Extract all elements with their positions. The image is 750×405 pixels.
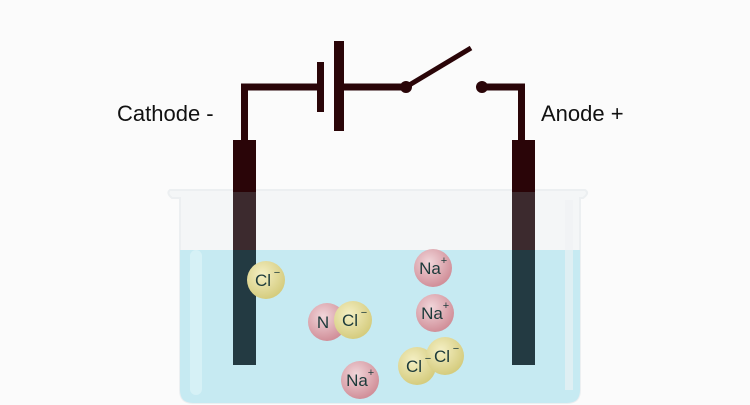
beaker-highlight xyxy=(190,250,202,395)
ion-charge: − xyxy=(274,267,280,279)
ion-charge: + xyxy=(368,367,374,379)
ion-charge: − xyxy=(453,343,459,355)
ion-label: Na xyxy=(421,304,443,323)
beaker xyxy=(167,189,589,404)
ion-charge: − xyxy=(425,353,431,365)
ion-ball-sodium xyxy=(414,249,452,287)
battery-long-plate xyxy=(334,41,344,131)
ion-ball-chloride xyxy=(247,261,285,299)
cathode-electrode xyxy=(233,140,256,365)
ion-label: N xyxy=(317,313,329,332)
ion-ball-chloride xyxy=(426,337,464,375)
ion-ball-chloride xyxy=(334,301,372,339)
ion-charge: − xyxy=(361,307,367,319)
anode-electrode xyxy=(512,140,535,365)
wire-left xyxy=(241,83,320,140)
ion-charge: + xyxy=(443,300,449,312)
cathode-label: Cathode - xyxy=(117,101,214,126)
beaker-edge-shade xyxy=(565,200,573,390)
ion-label: Na xyxy=(419,259,441,278)
ion-label: Cl xyxy=(434,347,450,366)
ion-label: Cl xyxy=(406,357,422,376)
anode-label: Anode + xyxy=(541,101,624,126)
switch-lever xyxy=(404,45,473,90)
ion-label: Na xyxy=(346,371,368,390)
ion-label: Cl xyxy=(255,271,271,290)
battery-short-plate xyxy=(317,62,324,112)
ion-ball-sodium xyxy=(416,294,454,332)
ion-label: Cl xyxy=(342,311,358,330)
ion-balls xyxy=(247,249,464,399)
circuit xyxy=(241,41,525,140)
wire-right xyxy=(482,83,525,140)
ion-ball-sodium xyxy=(341,361,379,399)
ion-charge: + xyxy=(441,255,447,267)
